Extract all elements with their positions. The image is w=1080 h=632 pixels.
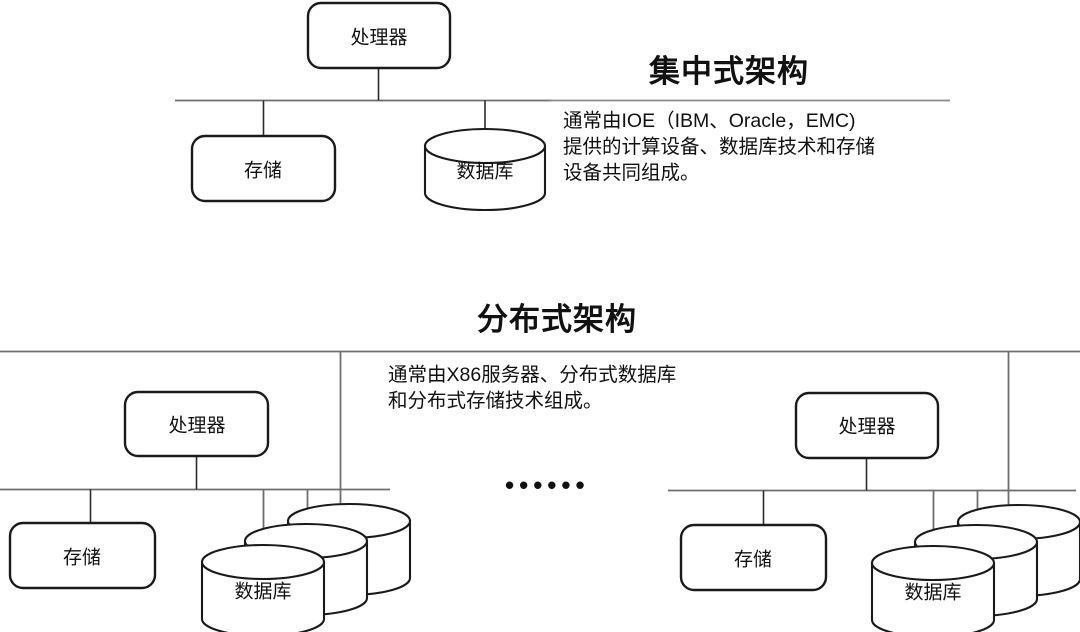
centralized-processor-label: 处理器 [350, 27, 408, 49]
centralized-description-line-2: 提供的计算设备、数据库技术和存储 [563, 136, 876, 158]
centralized-description-line-1: 通常由IOE（IBM、Oracle，EMC) [563, 110, 856, 132]
centralized-database-cylinder [423, 127, 547, 212]
left-cluster-storage-label: 存储 [62, 547, 102, 569]
right-cluster-storage-box [679, 523, 828, 592]
centralized-description-line-3: 设备共同组成。 [563, 162, 700, 184]
cluster-ellipsis: •••••• [505, 470, 590, 500]
left-cluster-database-front [200, 543, 326, 632]
left-cluster-processor-box [123, 390, 270, 458]
distributed-description-line-1: 通常由X86服务器、分布式数据库 [388, 364, 677, 386]
centralized-storage-label: 存储 [243, 160, 283, 182]
centralized-processor-box [306, 1, 452, 70]
centralized-database-label: 数据库 [456, 161, 514, 183]
right-cluster-processor-label: 处理器 [838, 416, 896, 438]
distributed-section-title: 分布式架构 [477, 302, 637, 337]
centralized-storage-box [190, 134, 337, 203]
centralized-section-title: 集中式架构 [649, 54, 809, 89]
right-cluster-storage-label: 存储 [733, 549, 773, 571]
left-cluster-database-label: 数据库 [234, 581, 292, 603]
distributed-description-line-2: 和分布式存储技术组成。 [388, 390, 603, 412]
right-cluster-database-label: 数据库 [904, 582, 962, 604]
left-cluster-storage-box [8, 521, 157, 590]
right-cluster-processor-box [794, 391, 940, 460]
left-cluster-processor-label: 处理器 [168, 415, 226, 437]
right-cluster-database-front [870, 544, 996, 632]
